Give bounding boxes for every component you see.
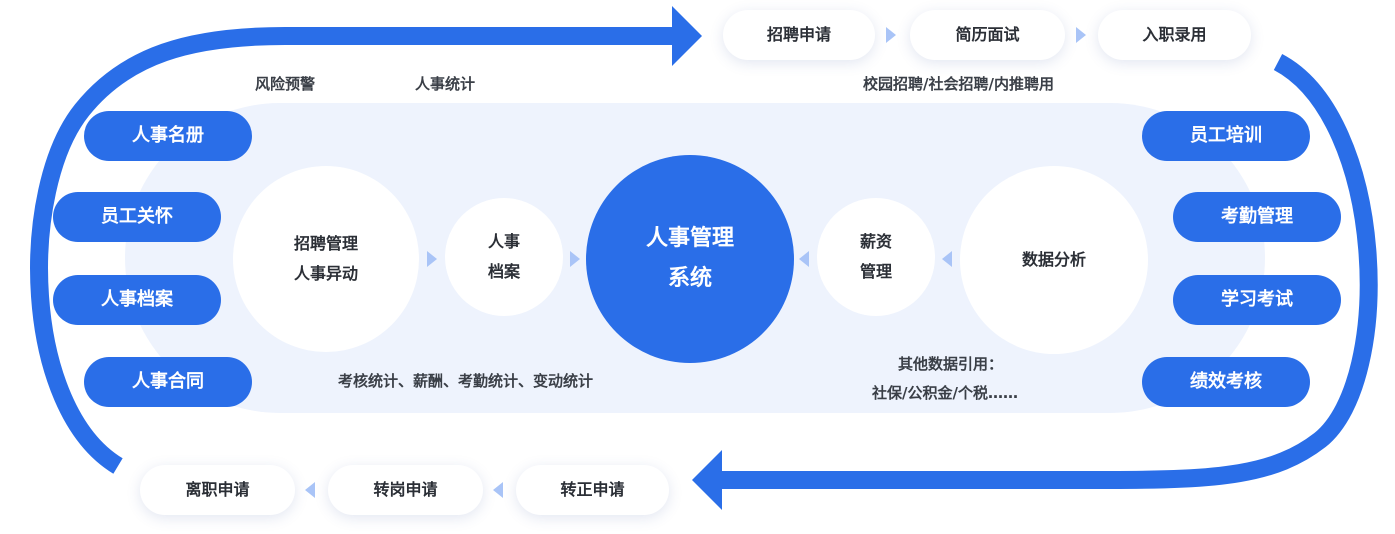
- circle-salary-line2: 管理: [859, 262, 892, 281]
- arrow-right-icon: [886, 27, 896, 43]
- circle-salary-management[interactable]: 薪资 管理: [817, 198, 935, 316]
- circle-archive-line1: 人事: [487, 232, 520, 251]
- step-recruit-apply[interactable]: 招聘申请: [723, 10, 875, 60]
- circle-salary-line1: 薪资: [859, 232, 892, 251]
- right-pill-performance[interactable]: 绩效考核: [1142, 357, 1310, 407]
- arrow-left-icon: [799, 251, 809, 267]
- right-pill-training[interactable]: 员工培训: [1142, 111, 1310, 161]
- label-bottom-stats: 考核统计、薪酬、考勤统计、变动统计: [338, 372, 594, 390]
- arrow-left-icon: [942, 251, 952, 267]
- label-hr-stats: 人事统计: [415, 75, 476, 93]
- bottom-right-arc-arrow: [722, 54, 1378, 489]
- circle-recruit-line2: 人事异动: [293, 264, 358, 283]
- arrow-right-icon: [427, 251, 437, 267]
- step-resign-apply[interactable]: 离职申请: [140, 465, 295, 515]
- bottom-arrowhead: [692, 450, 722, 510]
- step-regularize-apply[interactable]: 转正申请: [516, 465, 669, 515]
- step-onboard[interactable]: 入职录用: [1098, 10, 1251, 60]
- left-pill-archive[interactable]: 人事档案: [53, 275, 221, 325]
- left-pill-contract[interactable]: 人事合同: [84, 357, 252, 407]
- circle-hr-system[interactable]: 人事管理 系统: [586, 155, 794, 363]
- circle-data-analysis[interactable]: 数据分析: [960, 166, 1148, 354]
- right-pill-exam[interactable]: 学习考试: [1173, 275, 1341, 325]
- arrow-left-icon: [305, 482, 315, 498]
- circle-center-line2: 系统: [667, 266, 712, 291]
- circle-recruit-line1: 招聘管理: [293, 234, 358, 253]
- right-pill-attendance[interactable]: 考勤管理: [1173, 192, 1341, 242]
- top-arrowhead: [672, 6, 702, 66]
- top-left-arc-arrow: [30, 27, 676, 474]
- circle-hr-archive[interactable]: 人事 档案: [445, 198, 563, 316]
- step-resume-interview[interactable]: 简历面试: [910, 10, 1065, 60]
- step-transfer-apply[interactable]: 转岗申请: [328, 465, 483, 515]
- circle-recruit-management[interactable]: 招聘管理 人事异动: [233, 166, 419, 352]
- label-other-refs-2: 社保/公积金/个税……: [872, 384, 1018, 402]
- circle-center-line1: 人事管理: [645, 226, 734, 251]
- left-pill-roster[interactable]: 人事名册: [84, 111, 252, 161]
- circle-analysis-label: 数据分析: [1021, 250, 1086, 269]
- arrow-left-icon: [493, 482, 503, 498]
- label-other-refs-1: 其他数据引用：: [898, 355, 1004, 373]
- circle-archive-line2: 档案: [487, 262, 520, 281]
- left-pill-care[interactable]: 员工关怀: [53, 192, 221, 242]
- arrow-right-icon: [570, 251, 580, 267]
- arrow-right-icon: [1076, 27, 1086, 43]
- label-risk-warning: 风险预警: [255, 75, 316, 93]
- label-recruit-channels: 校园招聘/社会招聘/内推聘用: [863, 75, 1054, 93]
